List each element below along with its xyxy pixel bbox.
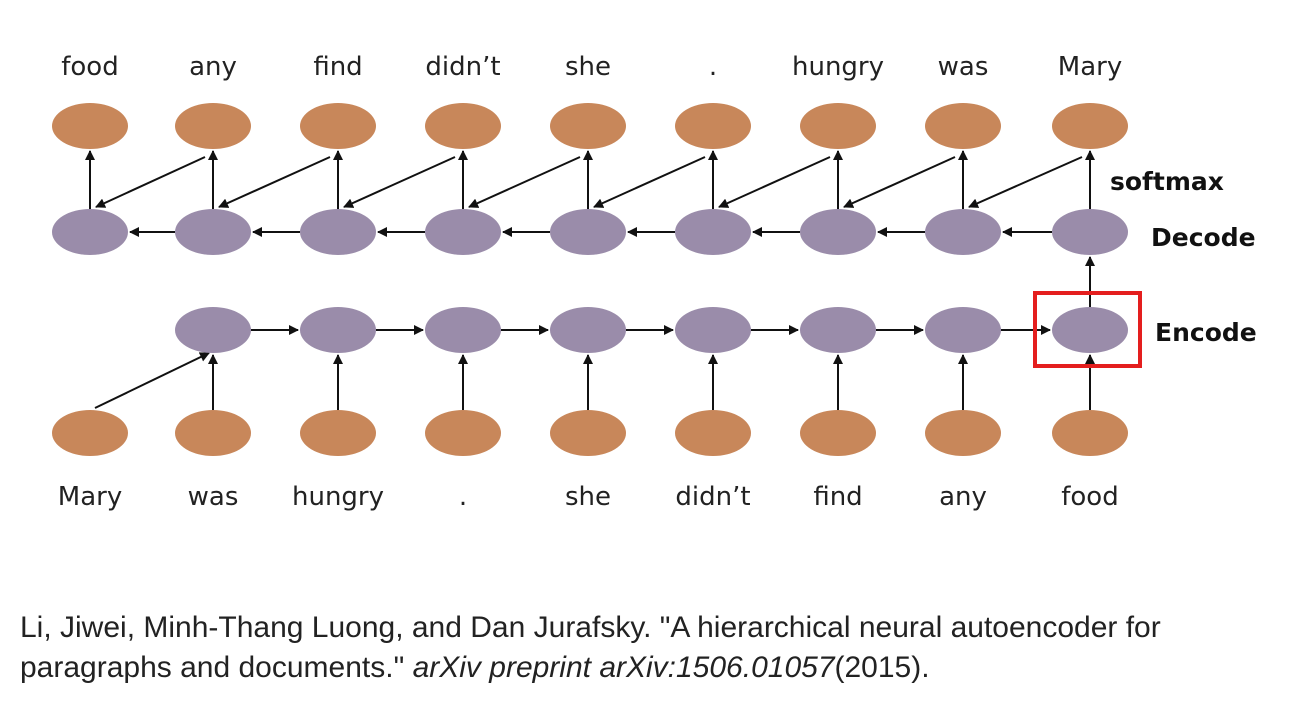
encoder-input-word-node	[1052, 410, 1128, 456]
encoder-hidden-node	[425, 307, 501, 353]
decoder-feedback-arrow	[218, 156, 331, 208]
decoder-feedback-arrow	[968, 156, 1083, 208]
encoder-input-word: .	[459, 482, 467, 512]
encoder-hidden-node	[175, 307, 251, 353]
decoder-feedback-arrow	[718, 156, 831, 208]
decoder-output-word-node	[175, 103, 251, 149]
decoder-hidden-node	[675, 209, 751, 255]
encoder-hidden-node	[800, 307, 876, 353]
decoder-output-word-node	[425, 103, 501, 149]
encoder-input-word-node	[52, 410, 128, 456]
encode-label: Encode	[1155, 318, 1257, 347]
decoder-output-word-node	[52, 103, 128, 149]
decoder-feedback-arrow	[843, 156, 956, 208]
decoder-hidden-node	[300, 209, 376, 255]
encoder-input-word-node	[800, 410, 876, 456]
encoder-input-word-node	[925, 410, 1001, 456]
decoder-output-word: Mary	[1058, 52, 1122, 82]
decoder-hidden-node	[1052, 209, 1128, 255]
decoder-output-word-node	[300, 103, 376, 149]
decoder-output-word-node	[925, 103, 1001, 149]
encoder-input-word: hungry	[292, 482, 384, 512]
encoder-input-word: food	[1061, 482, 1118, 512]
encoder-input-word: didn’t	[675, 482, 750, 512]
encoder-input-word: Mary	[58, 482, 122, 512]
decoder-feedback-arrow	[343, 156, 456, 208]
decoder-output-word: find	[313, 52, 362, 82]
encoder-input-word-node	[425, 410, 501, 456]
encoder-input-word: was	[188, 482, 239, 512]
decoder-feedback-arrow	[95, 156, 206, 208]
citation-venue: arXiv preprint arXiv:1506.01057	[412, 651, 835, 684]
decode-label: Decode	[1151, 223, 1256, 252]
encoder-hidden-node	[675, 307, 751, 353]
decoder-output-word: any	[189, 52, 237, 82]
encoder-input-word-node	[175, 410, 251, 456]
decoder-output-word: hungry	[792, 52, 884, 82]
decoder-hidden-node	[175, 209, 251, 255]
encoder-input-word-node	[550, 410, 626, 456]
encoder-hidden-node	[1052, 307, 1128, 353]
decoder-hidden-node	[425, 209, 501, 255]
decoder-output-word-node	[800, 103, 876, 149]
encoder-input-word: find	[813, 482, 862, 512]
encoder-input-arrow	[94, 352, 210, 409]
decoder-output-word-node	[550, 103, 626, 149]
citation: Li, Jiwei, Minh-Thang Luong, and Dan Jur…	[20, 608, 1295, 688]
decoder-hidden-node	[800, 209, 876, 255]
decoder-hidden-node	[550, 209, 626, 255]
encoder-hidden-node	[550, 307, 626, 353]
decoder-feedback-arrow	[468, 156, 581, 208]
citation-year: (2015).	[834, 651, 930, 684]
encoder-input-word-node	[675, 410, 751, 456]
decoder-output-word: food	[61, 52, 118, 82]
encoder-hidden-node	[300, 307, 376, 353]
decoder-output-word: was	[938, 52, 989, 82]
decoder-output-word-node	[675, 103, 751, 149]
decoder-output-word: didn’t	[425, 52, 500, 82]
encoder-input-word: she	[565, 482, 611, 512]
decoder-output-word: she	[565, 52, 611, 82]
softmax-label: softmax	[1110, 167, 1224, 196]
decoder-output-word: .	[709, 52, 717, 82]
encoder-input-word: any	[939, 482, 987, 512]
encoder-hidden-node	[925, 307, 1001, 353]
decoder-hidden-node	[925, 209, 1001, 255]
decoder-feedback-arrow	[593, 156, 706, 208]
encode-highlight-box	[1033, 291, 1142, 368]
decoder-output-word-node	[1052, 103, 1128, 149]
encoder-input-word-node	[300, 410, 376, 456]
citation-text: Li, Jiwei, Minh-Thang Luong, and Dan Jur…	[20, 611, 1161, 684]
decoder-hidden-node	[52, 209, 128, 255]
